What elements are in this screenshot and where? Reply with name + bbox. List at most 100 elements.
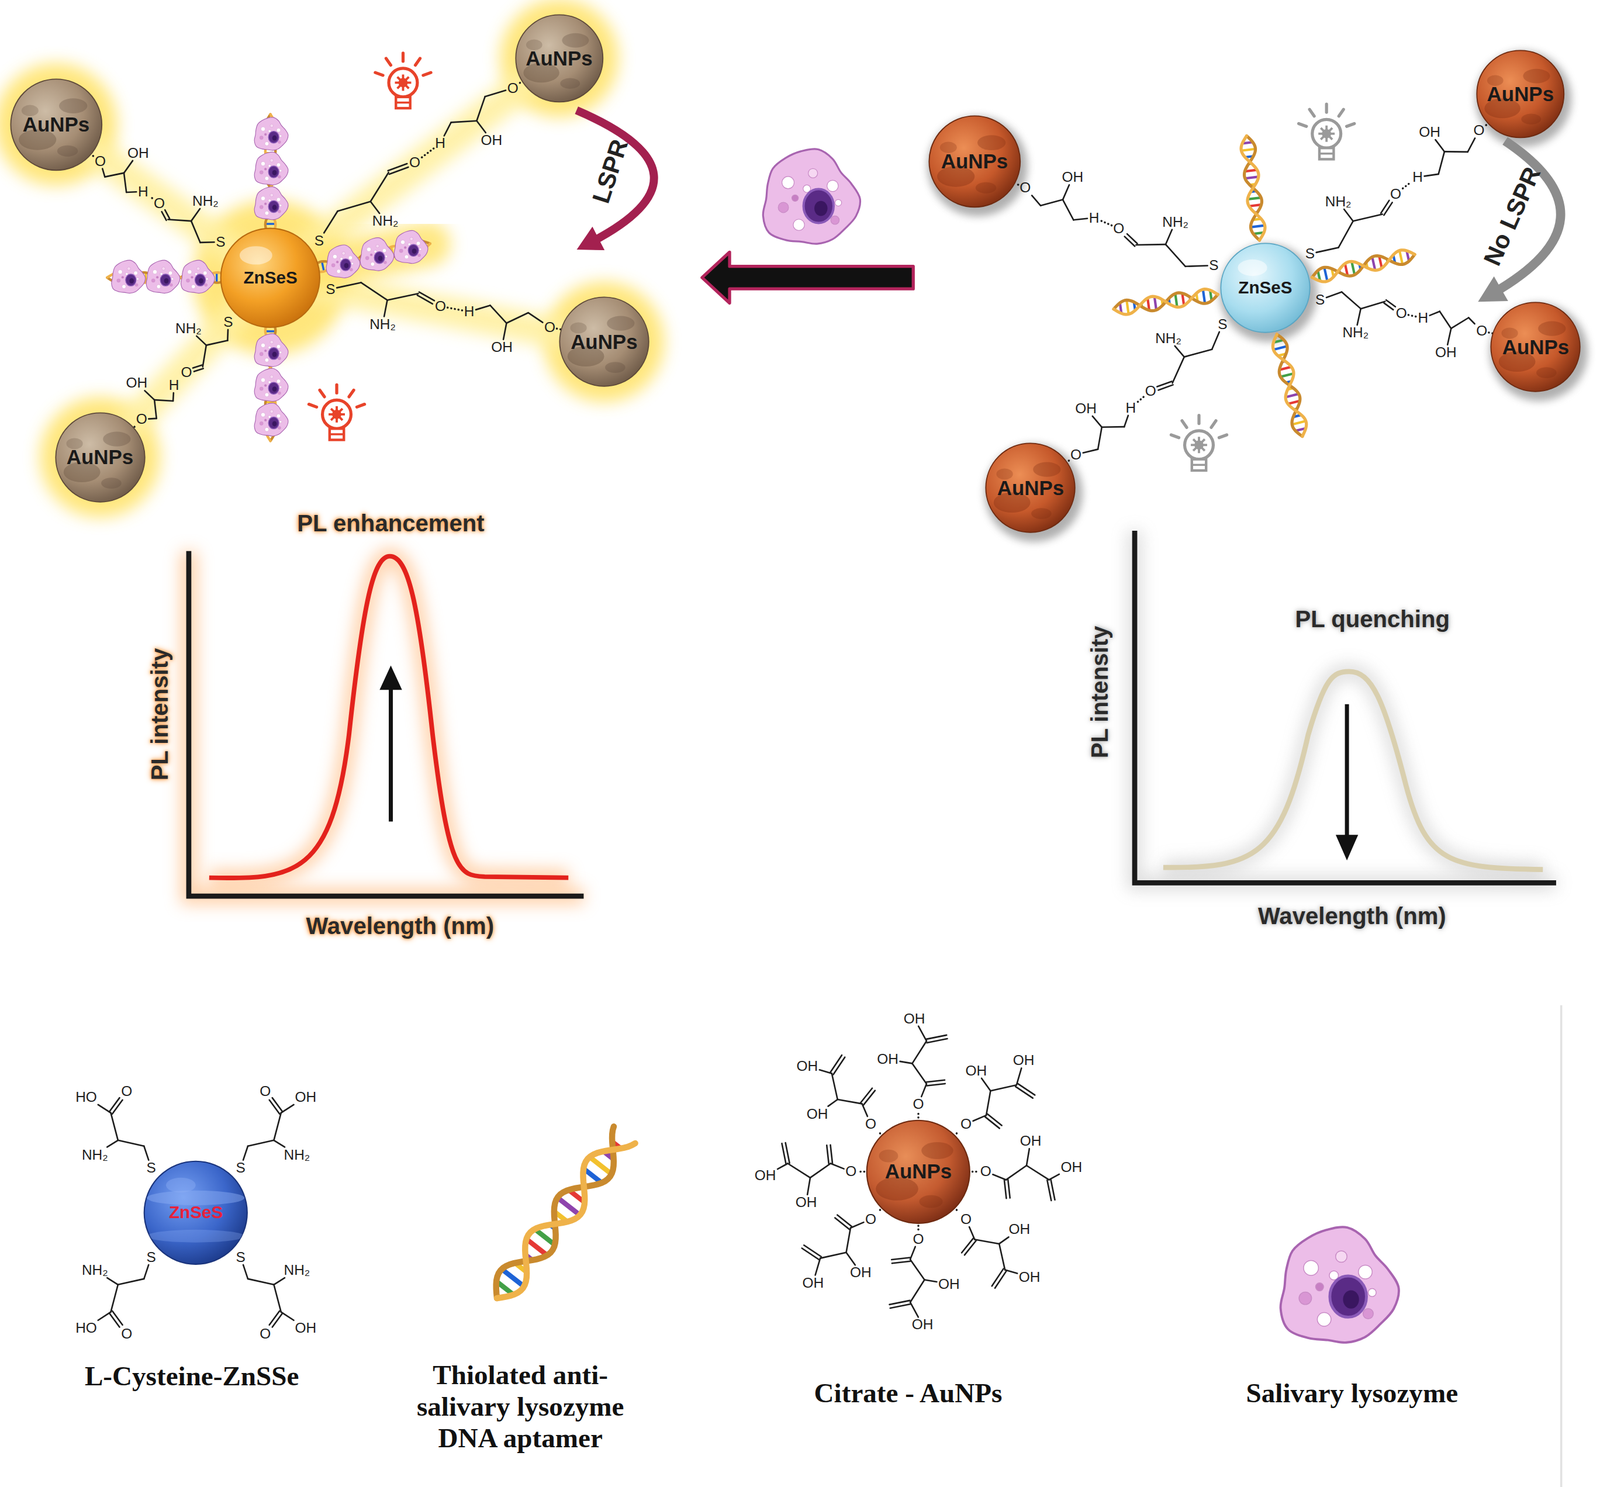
znses-quantum-dot: ZnSeS	[1219, 242, 1312, 334]
cell-granule	[1363, 1308, 1374, 1320]
base-pair	[215, 272, 218, 283]
cell-membrane	[254, 117, 289, 151]
gold-nanoparticle: AuNPs	[865, 1118, 972, 1226]
particle-label: AuNPs	[1502, 336, 1570, 358]
covalent-bond	[961, 1238, 977, 1256]
cell-membrane	[1280, 1227, 1399, 1343]
cell-granule	[121, 275, 124, 279]
increase-arrow-head	[379, 665, 402, 690]
znses-quantum-dot: ZnSeS	[219, 226, 322, 330]
cell-granule	[331, 263, 335, 268]
hydrogen-bond	[858, 1170, 865, 1173]
cell-membrane	[254, 186, 289, 220]
particle-body	[559, 297, 649, 387]
nucleus-core	[272, 170, 278, 176]
covalent-bond	[826, 1145, 833, 1164]
cell-granule	[135, 283, 138, 287]
hydrogen-bond	[917, 1225, 919, 1232]
bulb-gear	[1321, 129, 1332, 139]
cell-granule	[782, 176, 795, 189]
cell-granule	[161, 267, 166, 271]
covalent-bond	[925, 1035, 948, 1043]
atom-label: OH	[965, 1063, 987, 1078]
cell-granule	[191, 284, 196, 289]
nucleus-core	[272, 204, 278, 210]
bulb-glass	[1184, 430, 1214, 460]
cell-granule	[385, 255, 388, 258]
cell-granule	[348, 256, 353, 261]
covalent-bond	[834, 1215, 852, 1230]
base-pair	[1351, 261, 1355, 275]
cell-granule	[133, 271, 138, 276]
base-pair	[501, 1269, 524, 1287]
hydrogen-bond	[1014, 183, 1018, 185]
cell-nucleus	[340, 258, 351, 271]
cell-granule	[370, 261, 375, 266]
cell-membrane	[111, 260, 146, 293]
covalent-bond	[1175, 346, 1185, 358]
covalent-bond	[807, 1177, 811, 1195]
covalent-bond	[830, 1055, 845, 1075]
texture-patch	[560, 77, 580, 89]
covalent-bond	[1424, 174, 1439, 176]
cell-granule	[416, 241, 421, 246]
hydrogen-bond	[956, 1131, 959, 1134]
particle-label: AuNPs	[525, 47, 593, 69]
atom-label: OH	[1075, 401, 1097, 416]
cell-granule	[349, 268, 353, 272]
atom-label: O	[1473, 123, 1485, 138]
covalent-bond	[451, 121, 478, 123]
covalent-bond	[196, 336, 207, 346]
cell-granule	[270, 123, 274, 128]
covalent-bond	[1165, 244, 1186, 267]
covalent-bond	[1015, 1083, 1035, 1099]
lspr-arc-head	[576, 226, 606, 251]
particle-body	[1476, 50, 1564, 138]
covalent-bond	[837, 1099, 863, 1104]
texture-patch	[561, 32, 589, 48]
cell-granule	[830, 215, 839, 224]
bulb-gear	[332, 409, 342, 420]
cell-granule	[276, 128, 281, 133]
covalent-bond	[269, 1097, 283, 1115]
cell-granule	[336, 269, 341, 274]
covalent-bond	[1439, 311, 1452, 329]
atom-label: OH	[806, 1106, 829, 1121]
cell-membrane	[180, 260, 215, 293]
cell-granule	[417, 253, 421, 257]
atom-label: NH₂	[81, 1263, 109, 1278]
covalent-bond	[370, 172, 389, 202]
cell-granule	[834, 199, 842, 206]
texture-patch	[1033, 462, 1062, 478]
lysozyme-icon	[254, 186, 289, 220]
covalent-bond	[828, 1099, 838, 1107]
atom-label: S	[223, 315, 233, 330]
nucleus-core	[129, 278, 134, 284]
cell-granule	[375, 244, 380, 248]
hydrogen-bond	[91, 154, 94, 157]
covalent-bond	[910, 1280, 925, 1303]
atom-label: OH	[754, 1168, 777, 1183]
texture-patch	[1521, 113, 1541, 124]
particle-label: ZnSeS	[243, 268, 297, 287]
particle-body	[220, 227, 320, 327]
cell-granule	[270, 193, 274, 198]
atom-label: OH	[1435, 345, 1457, 360]
covalent-bond	[1097, 427, 1102, 450]
base-pair	[589, 1156, 612, 1174]
cell-granule	[400, 240, 405, 245]
decrease-arrow-head	[1335, 834, 1358, 861]
cell-nucleus	[268, 166, 279, 178]
covalent-bond	[802, 1245, 822, 1260]
cell-granule	[404, 254, 409, 259]
cell-nucleus	[160, 274, 171, 286]
covalent-bond	[992, 1269, 1007, 1289]
atom-label: O	[153, 195, 165, 210]
covalent-bond	[143, 1265, 149, 1280]
light-ray	[423, 72, 431, 76]
base-pair	[1245, 176, 1259, 179]
binding-step-arrow	[702, 251, 914, 303]
cell-granule	[151, 278, 155, 283]
axis-label: PL intensity	[1086, 625, 1114, 759]
light-ray	[1197, 415, 1201, 424]
